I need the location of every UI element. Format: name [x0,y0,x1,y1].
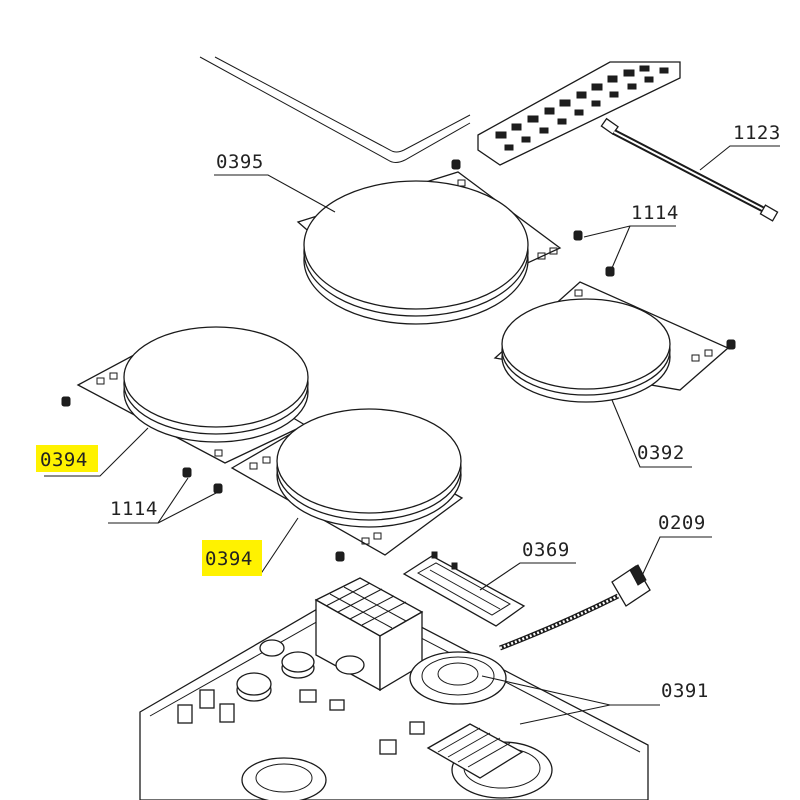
fan-duct-0369 [402,551,526,627]
part-label-0395: 0395 [216,151,264,173]
clip-icon [605,266,615,277]
clip-icon [726,339,736,350]
clip-icon [335,551,345,562]
leader-0391 [481,675,660,725]
ribbon-cable-1123 [600,117,779,222]
part-label-0392: 0392 [637,442,685,464]
power-cord-0209 [499,564,651,651]
clip-icon [61,396,71,407]
part-label-0209: 0209 [658,512,706,534]
control-board [477,61,681,166]
heating-element-0392 [493,281,730,403]
heating-element-0395 [296,171,562,325]
leader-0394-left [44,427,149,477]
part-label-1114-left: 1114 [110,498,158,520]
part-label-0369: 0369 [522,539,570,561]
leader-0369 [479,562,576,591]
part-label-0394-center: 0394 [205,548,253,570]
base-housing [139,577,649,800]
part-label-1114-top: 1114 [631,202,679,224]
clip-icon [213,483,223,494]
clip-icon [182,467,192,478]
clip-set [61,159,736,562]
leader-1114-top [583,225,676,269]
leader-0209 [639,536,712,581]
glass-top-plate [199,56,471,163]
clip-icon [573,230,583,241]
leader-0392 [611,399,692,468]
part-label-1123: 1123 [733,122,781,144]
highlight-0394-left [36,445,98,472]
leader-1123 [699,145,780,171]
heating-element-0394-center [230,408,464,556]
leader-1114-left [108,477,219,524]
highlight-0394-center [202,540,262,576]
leader-0395 [214,174,336,213]
part-label-0394-left: 0394 [40,449,88,471]
part-label-0391: 0391 [661,680,709,702]
clip-icon [451,159,461,170]
heating-element-0394-left [76,326,309,464]
